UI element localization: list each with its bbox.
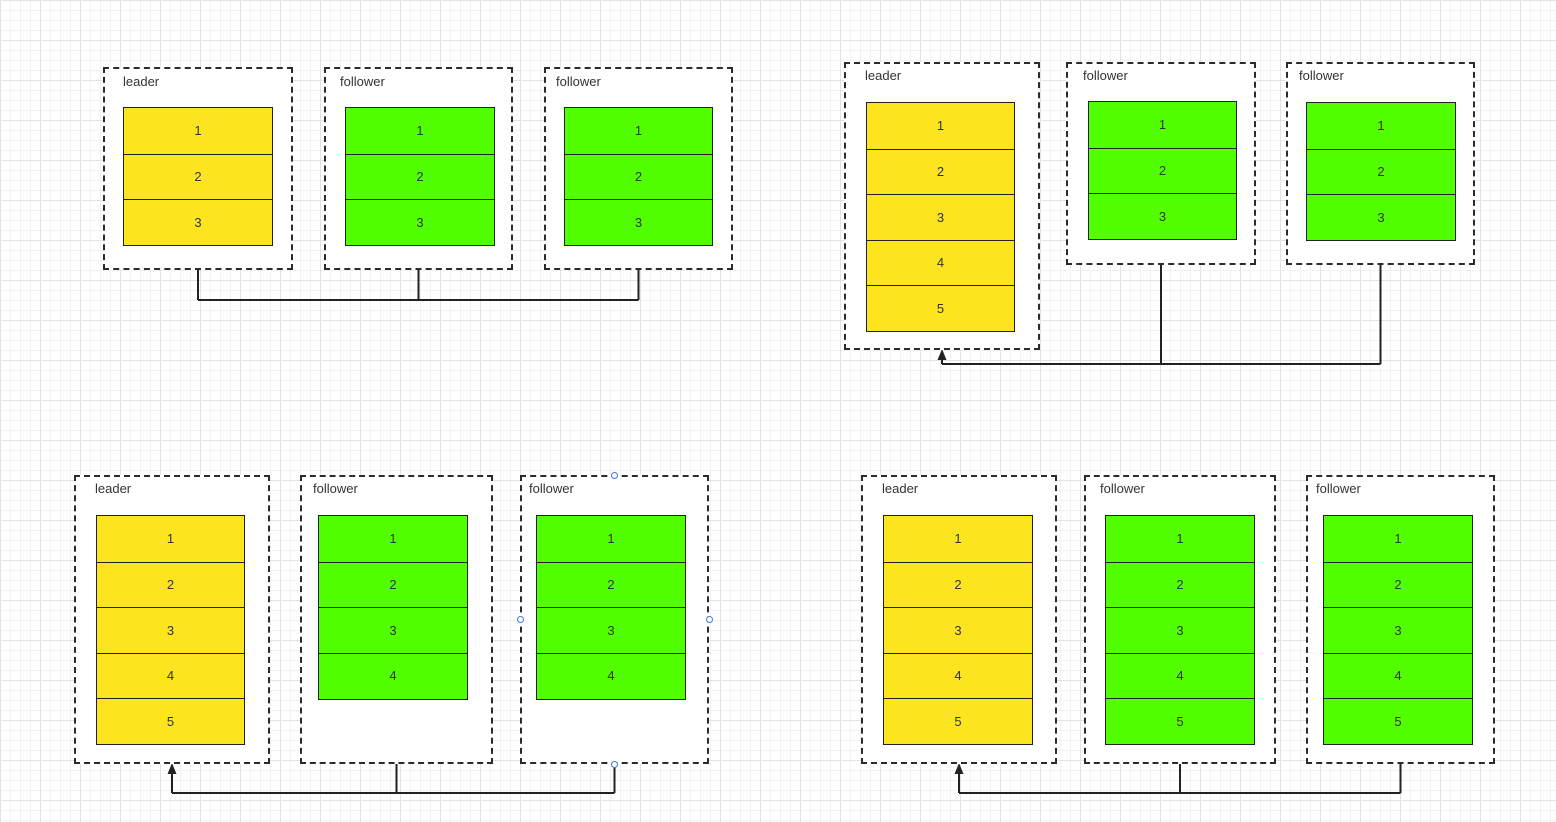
log-entry[interactable]: 1 (607, 531, 615, 547)
follower-label: follower (1299, 68, 1344, 83)
follower-label: follower (340, 74, 385, 89)
log-entry[interactable]: 3 (346, 199, 494, 245)
log-entry[interactable]: 3 (1324, 607, 1472, 653)
follower-label: follower (1100, 481, 1145, 496)
follower-label: follower (556, 74, 601, 89)
log-entry[interactable]: 5 (1324, 698, 1472, 744)
log-entry[interactable]: 1 (194, 123, 202, 139)
log-entry[interactable]: 1 (416, 123, 424, 139)
log-entry[interactable]: 4 (1106, 652, 1254, 699)
log-entry[interactable]: 2 (537, 561, 685, 608)
log-entry[interactable]: 4 (537, 652, 685, 699)
log-entry[interactable]: 5 (1106, 698, 1254, 744)
log-entry[interactable]: 3 (124, 199, 272, 245)
log-entry[interactable]: 1 (936, 118, 945, 134)
selection-handle[interactable] (611, 760, 618, 768)
leader-label: leader (865, 68, 902, 83)
arrowhead-icon (954, 763, 964, 774)
log-entry[interactable]: 4 (867, 239, 1014, 286)
log-entry[interactable]: 2 (319, 561, 467, 608)
leader-label: leader (123, 74, 160, 89)
log-entry[interactable]: 1 (1377, 118, 1385, 134)
log-entry[interactable]: 1 (954, 531, 962, 547)
log-entry[interactable]: 2 (1089, 147, 1236, 194)
log-entry[interactable]: 2 (1324, 561, 1472, 608)
arrowhead-icon (167, 763, 177, 774)
log-entry[interactable]: 5 (867, 285, 1014, 331)
log-entry[interactable]: 3 (565, 199, 712, 245)
log-entry[interactable]: 3 (1307, 194, 1455, 240)
log-entry[interactable]: 3 (97, 607, 244, 653)
follower-label: follower (529, 481, 574, 496)
log-entry[interactable]: 3 (319, 607, 467, 653)
log-entry[interactable]: 1 (1176, 531, 1184, 547)
log-entry[interactable]: 3 (1106, 607, 1254, 653)
leader-label: leader (882, 481, 919, 496)
log-entry[interactable]: 2 (1307, 148, 1455, 195)
log-entry[interactable]: 3 (884, 607, 1032, 653)
log-entry[interactable]: 2 (124, 153, 272, 200)
follower-label: follower (1316, 481, 1361, 496)
log-entry[interactable]: 1 (166, 531, 175, 547)
log-entry[interactable]: 2 (884, 561, 1032, 608)
log-entry[interactable]: 1 (1158, 117, 1167, 133)
log-entry[interactable]: 1 (1394, 531, 1402, 547)
log-entry[interactable]: 2 (867, 148, 1014, 195)
selection-handle[interactable] (705, 616, 713, 623)
log-entry[interactable]: 2 (1106, 561, 1254, 608)
log-entry[interactable]: 2 (97, 561, 244, 608)
log-entry[interactable]: 4 (884, 652, 1032, 699)
log-entry[interactable]: 3 (537, 607, 685, 653)
leader-label: leader (95, 481, 132, 496)
log-entry[interactable]: 2 (346, 153, 494, 200)
log-entry[interactable]: 3 (1089, 193, 1236, 239)
log-entry[interactable]: 3 (867, 194, 1014, 240)
log-entry[interactable]: 1 (634, 123, 643, 139)
log-entry[interactable]: 2 (565, 153, 712, 200)
follower-label: follower (1083, 68, 1128, 83)
log-entry[interactable]: 4 (1324, 652, 1472, 699)
log-entry[interactable]: 4 (319, 652, 467, 699)
log-entry[interactable]: 4 (97, 652, 244, 699)
selection-handle[interactable] (516, 616, 524, 623)
selection-handle[interactable] (611, 471, 618, 479)
log-entry[interactable]: 1 (389, 531, 397, 547)
log-entry[interactable]: 5 (97, 698, 244, 744)
follower-label: follower (313, 481, 358, 496)
log-entry[interactable]: 5 (884, 698, 1032, 744)
arrowhead-icon (937, 349, 947, 360)
